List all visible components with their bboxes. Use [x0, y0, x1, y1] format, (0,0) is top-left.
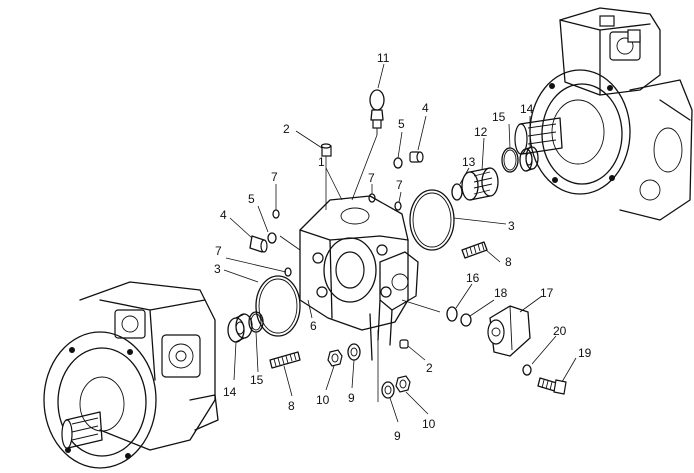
washer-9-a	[347, 343, 361, 361]
callout-15: 15	[250, 373, 264, 387]
o-ring-18	[460, 313, 472, 327]
bearing-12	[461, 167, 499, 201]
callout-15: 15	[492, 110, 506, 124]
callout-9: 9	[348, 391, 355, 405]
plug-2-top	[320, 143, 332, 157]
callout-19: 19	[578, 346, 592, 360]
washer-20	[522, 364, 532, 376]
callout-3: 3	[508, 219, 515, 233]
callout-labels: 11 4 2 5 1 7 7 7 12 15 14 13 5 4 3 7 8 3…	[214, 51, 592, 443]
callout-12: 12	[474, 125, 488, 139]
callout-16: 16	[466, 271, 480, 285]
snap-ring-15-top	[501, 147, 519, 173]
o-ring-left	[255, 275, 301, 337]
callout-10: 10	[422, 417, 436, 431]
leader-lines	[223, 63, 577, 423]
callout-14: 14	[223, 385, 237, 399]
callout-18: 18	[494, 286, 508, 300]
o-ring-7c	[394, 201, 402, 211]
callout-7: 7	[215, 244, 222, 258]
callout-1: 1	[318, 155, 325, 169]
callout-3: 3	[214, 262, 221, 276]
callout-14: 14	[520, 102, 534, 116]
nut-10-a	[327, 349, 343, 367]
callout-13: 13	[462, 155, 476, 169]
callout-11: 11	[377, 51, 390, 65]
plug-2-lower	[399, 339, 409, 349]
callout-20: 20	[553, 324, 567, 338]
callout-4: 4	[220, 208, 227, 222]
o-ring-7a	[272, 209, 280, 219]
callout-2: 2	[426, 361, 433, 375]
callout-17: 17	[540, 286, 554, 300]
callout-9: 9	[394, 429, 401, 443]
stud-8-lower	[269, 351, 301, 369]
o-ring-5-top	[393, 157, 403, 169]
callout-6: 6	[310, 319, 317, 333]
callout-7: 7	[271, 170, 278, 184]
pump-assembly-bottom-left	[43, 281, 219, 469]
o-ring-right	[409, 189, 455, 251]
callout-2: 2	[283, 122, 290, 136]
nut-10-b	[395, 375, 411, 393]
stud-8-right	[461, 241, 488, 259]
center-housing	[299, 195, 419, 361]
eye-bolt-11	[369, 89, 385, 135]
cover-17	[487, 305, 531, 357]
o-ring-5-left	[267, 232, 277, 244]
callout-8: 8	[288, 399, 295, 413]
washer-9-b	[381, 381, 395, 399]
washer-16	[446, 306, 458, 322]
o-ring-13	[451, 183, 463, 201]
plug-4-left	[249, 235, 268, 253]
callout-7: 7	[396, 178, 403, 192]
bearing-14-lower	[227, 313, 253, 343]
plug-4-top	[409, 151, 424, 163]
callout-8: 8	[505, 255, 512, 269]
bearing-14-top	[519, 146, 539, 172]
o-ring-left-inner	[258, 278, 298, 334]
o-ring-right-inner	[412, 192, 452, 248]
callout-5: 5	[398, 117, 405, 131]
bolt-19	[537, 377, 567, 395]
callout-4: 4	[422, 101, 429, 115]
callout-5: 5	[248, 192, 255, 206]
callout-10: 10	[316, 393, 330, 407]
callout-7: 7	[368, 171, 375, 185]
pump-assembly-top-right	[514, 7, 693, 221]
snap-ring-15-lower	[248, 311, 264, 333]
